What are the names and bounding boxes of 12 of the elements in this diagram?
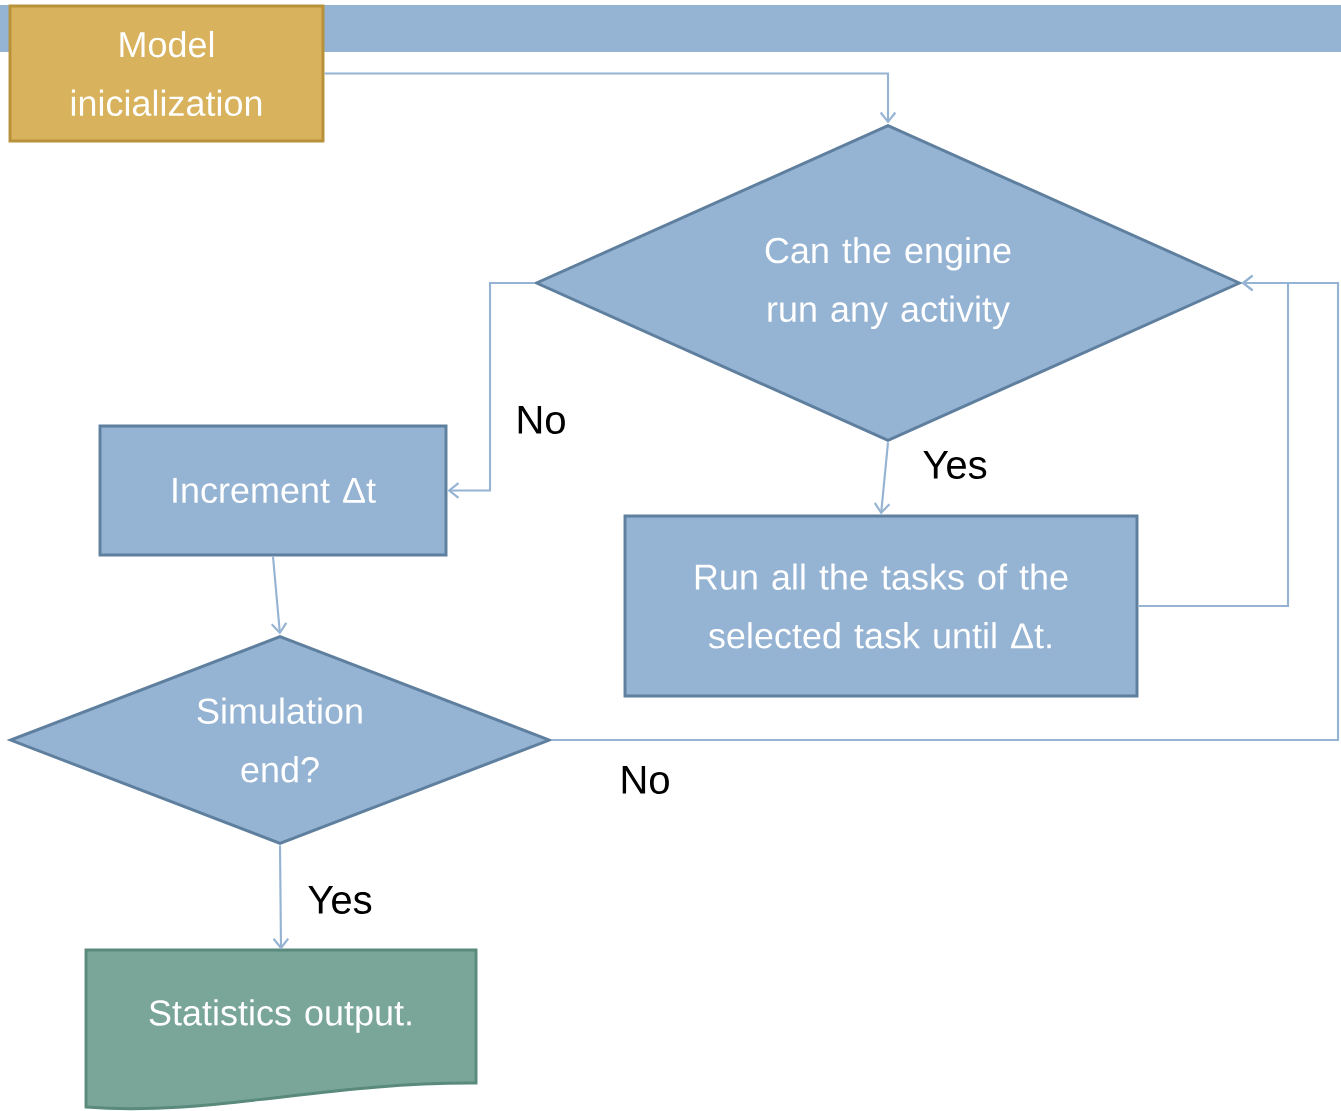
arrow: [447, 281, 535, 499]
arrow: [270, 556, 288, 635]
edge-label: No: [618, 764, 672, 796]
arrow: [873, 442, 891, 515]
process-box: Run all the tasks of the selected task until Δt.: [623, 514, 1139, 698]
arrow: [272, 845, 290, 950]
edge-label: Yes: [306, 884, 374, 916]
process-box: Increment Δt: [98, 424, 448, 557]
arrow: [324, 72, 897, 124]
arrow: [551, 274, 1340, 742]
edge-label: Yes: [921, 449, 989, 481]
process-box: Model inicialization: [8, 4, 325, 143]
